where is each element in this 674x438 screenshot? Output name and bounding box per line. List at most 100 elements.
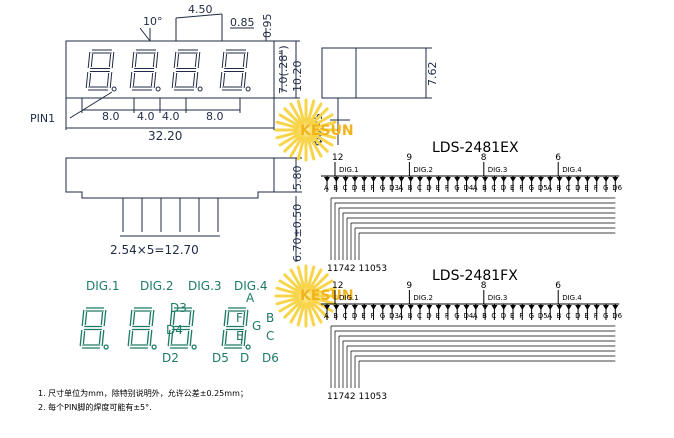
dim-8-right-label: 8.0 <box>206 110 224 123</box>
decimal-point <box>191 344 197 350</box>
watermark-bottom: KESUN <box>274 264 354 328</box>
dp-d2-label: D2 <box>162 351 179 365</box>
segment-label: C <box>491 312 496 320</box>
front-digit-4 <box>219 49 251 92</box>
segment-label: E <box>361 184 365 192</box>
seg-a-label: A <box>246 291 255 305</box>
segment-stroke <box>106 72 110 87</box>
segment-label: F <box>445 184 449 192</box>
segment-label: E <box>584 312 588 320</box>
circuit-fx-title: LDS-2481FX <box>432 268 518 284</box>
note-1: 1. 尺寸单位为mm，除特别说明外，允许公差±0.25mm； <box>38 388 248 398</box>
segment-label: G <box>603 312 608 320</box>
height-095-label: 0.95 <box>261 14 274 39</box>
decimal-point <box>197 86 203 92</box>
circuit-ex-title: LDS-2481EX <box>432 140 519 156</box>
segment-label: C <box>491 184 496 192</box>
dig1-label: DIG.1 <box>86 279 120 293</box>
segment-label: D5 <box>538 312 548 320</box>
segment-label: E <box>510 184 514 192</box>
bottom-pin-numbers: 11742 11053 <box>327 264 387 274</box>
segment-stroke <box>132 72 136 87</box>
segment-label: G <box>603 184 608 192</box>
segment-stroke <box>223 309 227 327</box>
segment-naming-view: DIG.1 DIG.2 DIG.3 DIG.4 A B C F E G D3 D… <box>79 279 279 365</box>
front-body-outline <box>65 40 275 99</box>
segment-label: G <box>529 312 534 320</box>
segment-stroke <box>191 309 195 327</box>
segment-label: B <box>557 184 562 192</box>
segment-stroke <box>103 309 107 327</box>
seg-c-label: C <box>266 329 274 343</box>
segment-stroke <box>219 71 223 89</box>
circuit-digit-label: DIG.4 <box>562 166 582 174</box>
dig4-label: DIG.4 <box>234 279 268 293</box>
note-2: 2. 每个PIN脚的焊度可能有±5°. <box>38 402 152 412</box>
labelled-digit-2 <box>127 307 157 350</box>
segment-stroke <box>173 51 177 69</box>
dig2-label: DIG.2 <box>140 279 174 293</box>
segment-label: B <box>408 312 413 320</box>
segment-label: E <box>436 184 440 192</box>
segment-stroke <box>88 72 92 87</box>
circuit-digit-label: DIG.2 <box>413 166 433 174</box>
segment-stroke <box>167 329 171 347</box>
pin-legs <box>122 198 219 232</box>
dim-4-right-label: 4.0 <box>162 110 180 123</box>
side-view <box>321 47 432 145</box>
segment-label: E <box>584 184 588 192</box>
segment-label: A <box>398 312 403 320</box>
segment-label: B <box>333 312 338 320</box>
segment-label: D <box>501 312 506 320</box>
segment-stroke <box>129 309 133 327</box>
segment-label: A <box>324 312 329 320</box>
pin-view-body <box>65 157 275 199</box>
pin-length-label: 6.70±0.50 <box>291 204 304 262</box>
segment-label: C <box>566 312 571 320</box>
seg-g-label: G <box>252 319 261 333</box>
decimal-point <box>103 344 109 350</box>
segment-label: D <box>426 312 431 320</box>
segment-stroke <box>245 51 249 69</box>
segment-label: D <box>501 184 506 192</box>
watermark-text-top: KESUN <box>300 123 354 139</box>
sun-core <box>292 282 320 310</box>
segment-stroke <box>189 329 193 347</box>
segment-stroke <box>171 71 175 89</box>
segment-label: A <box>473 312 478 320</box>
common-pin-label: 9 <box>406 153 412 163</box>
front-digits <box>85 49 251 92</box>
segment-stroke <box>111 51 115 69</box>
segment-label: D6 <box>612 184 622 192</box>
segment-stroke <box>130 330 134 345</box>
dp-d3-label: D3 <box>170 301 187 315</box>
common-pin-label: 8 <box>481 281 487 291</box>
pin1-label: PIN1 <box>30 112 55 125</box>
segment-stroke <box>90 53 94 68</box>
segment-stroke <box>186 330 190 345</box>
decimal-point <box>155 86 161 92</box>
segment-stroke <box>195 71 199 89</box>
segment-label: F <box>371 184 375 192</box>
segment-label: F <box>371 312 375 320</box>
common-pin-label: 6 <box>555 281 561 291</box>
segment-label: C <box>417 184 422 192</box>
seg-d-label: D <box>240 351 249 365</box>
segment-stroke <box>109 71 113 89</box>
segment-label: A <box>324 184 329 192</box>
segment-stroke <box>192 72 196 87</box>
labelled-digit-1 <box>79 307 109 350</box>
segment-stroke <box>100 311 104 326</box>
bottom-pin-numbers: 11742 11053 <box>327 392 387 402</box>
segment-label: D3 <box>389 184 399 192</box>
body-height-label: 10.20 <box>291 61 304 93</box>
segment-stroke <box>81 309 85 327</box>
front-digit-3 <box>171 49 203 92</box>
segment-stroke <box>131 51 135 69</box>
segment-label: G <box>454 312 459 320</box>
segment-stroke <box>224 53 228 68</box>
segment-label: C <box>343 312 348 320</box>
